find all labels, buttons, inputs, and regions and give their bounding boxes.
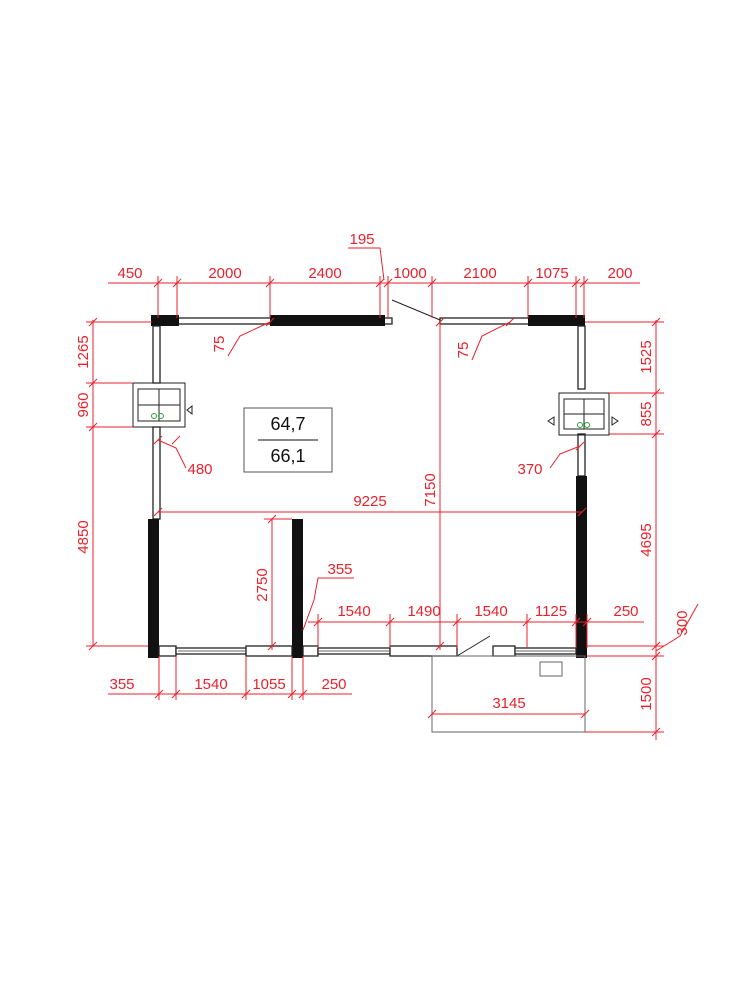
dim-inner-1540-a: 1540 [337,603,370,620]
wall-bottom [245,645,293,657]
walls [148,299,587,733]
dim-left-1265: 1265 [75,335,92,368]
dim-bottom-355: 355 [109,676,134,693]
area-top: 64,7 [270,414,305,434]
dim-bottom-250: 250 [321,676,346,693]
dim-top-2000: 2000 [208,265,241,282]
wall-bottom [389,645,458,657]
dim-inner-75-right: 75 [455,342,472,359]
balcony-fixture [539,661,563,677]
dim-right-1500: 1500 [638,677,655,710]
dim-top-195: 195 [349,231,374,248]
dim-inner-355: 355 [327,561,352,578]
wall-top-segment [439,317,531,325]
dim-bottom-3145: 3145 [492,695,525,712]
shaft-left [132,382,193,428]
dim-right-300: 300 [674,610,691,635]
area-label: 64,7 66,1 [243,407,333,473]
dim-top-200: 200 [607,265,632,282]
shaft-right [547,392,619,436]
area-bottom: 66,1 [270,446,305,466]
dim-top-2100: 2100 [463,265,496,282]
wall-bottom [302,645,319,657]
wall-window-top [270,315,385,326]
dim-inner-2750: 2750 [254,568,271,601]
dim-left-4850: 4850 [75,520,92,553]
dimension-lines [86,247,699,740]
dim-right-4695: 4695 [638,523,655,556]
dimension-labels: 450 2000 2400 195 1000 2100 1075 200 126… [75,231,691,712]
dim-inner-480: 480 [187,461,212,478]
wall-bottom [158,645,177,657]
dim-inner-9225: 9225 [353,493,386,510]
dim-bottom-1540: 1540 [194,676,227,693]
dim-left-960: 960 [75,392,92,417]
dim-right-855: 855 [638,401,655,426]
entrance-door [391,299,441,321]
dim-inner-1125: 1125 [535,603,567,620]
wall-right [577,433,586,477]
dim-inner-250: 250 [613,603,638,620]
dim-inner-370: 370 [517,461,542,478]
dim-top-450: 450 [117,265,142,282]
balcony-door [456,635,491,657]
dim-top-1000: 1000 [393,265,426,282]
dim-inner-7150: 7150 [422,473,439,506]
wall-right [577,325,586,390]
wall-right-heavy [576,476,587,658]
dim-top-2400: 2400 [308,265,341,282]
dim-inner-1540-b: 1540 [474,603,507,620]
wall-column [151,315,179,326]
wall-left-heavy [148,519,159,658]
balcony [431,655,586,733]
dim-inner-75-left: 75 [211,336,228,353]
wall-top-segment [177,317,273,325]
wall-top-segment [383,317,393,325]
dim-bottom-1055: 1055 [252,676,285,693]
dim-right-1525: 1525 [638,340,655,373]
wall-left [152,325,161,384]
wall-partition [292,519,303,658]
wall-bottom [492,645,516,657]
wall-column [528,315,585,326]
dim-inner-1490: 1490 [407,603,440,620]
dim-top-1075: 1075 [535,265,568,282]
